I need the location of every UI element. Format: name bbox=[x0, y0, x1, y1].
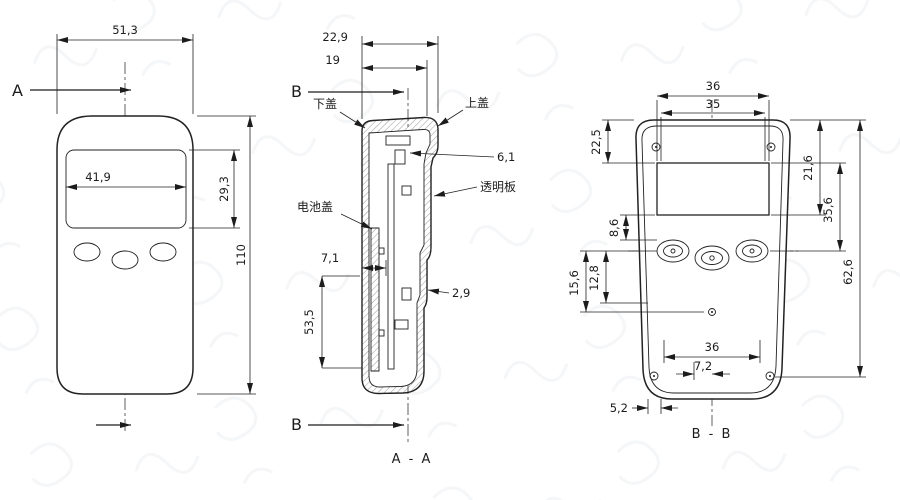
section-mark-a: A bbox=[12, 81, 131, 428]
front-display-window bbox=[65, 149, 187, 229]
back-center-offset-dimension: 7,2 bbox=[676, 359, 730, 380]
front-width-dimension: 51,3 bbox=[56, 23, 194, 114]
back-screw-bosses bbox=[649, 142, 776, 381]
section-caption: A - A bbox=[392, 452, 433, 467]
section-letter-a: A bbox=[12, 81, 23, 100]
back-corner-offset-dimension: 5,2 bbox=[610, 399, 678, 415]
front-button-right bbox=[149, 242, 177, 262]
dim-label: 5,2 bbox=[610, 401, 628, 415]
back-caption: B - B bbox=[692, 427, 733, 442]
front-button-left bbox=[73, 242, 101, 262]
dim-label: 35 bbox=[706, 97, 721, 111]
back-right-middle-dimension: 35,6 bbox=[770, 162, 846, 252]
label-lower-cover: 下盖 bbox=[313, 97, 337, 111]
screw-center bbox=[708, 308, 716, 316]
dim-label: 19 bbox=[325, 53, 340, 67]
dim-label: 35,6 bbox=[821, 197, 835, 223]
dim-label: 110 bbox=[234, 244, 248, 266]
back-right-overall-dimension: 62,6 bbox=[775, 120, 866, 378]
section-part-labels: 下盖 上盖 6,1 透明板 电池盖 2,9 bbox=[297, 96, 516, 300]
dim-label: 15,6 bbox=[567, 270, 581, 296]
back-display-opening bbox=[656, 162, 770, 216]
dim-label: 22,9 bbox=[322, 30, 348, 44]
back-inner-outline bbox=[641, 125, 784, 394]
section-depth-dimension: 22,9 bbox=[322, 30, 439, 119]
back-bottom-width-dimension: 36 bbox=[663, 340, 761, 363]
dim-label: 62,6 bbox=[841, 259, 855, 285]
dim-label: 36 bbox=[706, 79, 721, 93]
back-top-inner-width-dimension: 35 bbox=[660, 97, 766, 161]
screw-bottom-right bbox=[765, 371, 775, 381]
back-right-upper-dimension: 21,6 bbox=[771, 119, 866, 216]
dim-label: 21,6 bbox=[801, 155, 815, 181]
screw-top-right bbox=[766, 142, 776, 152]
label-battery-cover: 电池盖 bbox=[297, 200, 333, 214]
back-top-to-window-dimension: 22,5 bbox=[589, 119, 655, 164]
section-internal-parts bbox=[370, 135, 412, 372]
dim-label: 51,3 bbox=[112, 23, 138, 37]
screw-bottom-left bbox=[649, 371, 659, 381]
section-battery-offset-dimension: 7,1 bbox=[321, 251, 387, 276]
back-window-to-buttons-dimension: 8,6 bbox=[607, 214, 657, 241]
dim-label: 29,3 bbox=[217, 176, 231, 202]
label-upper-cover: 上盖 bbox=[465, 96, 489, 110]
dim-label: 36 bbox=[705, 340, 720, 354]
front-window-width-dimension: 41,9 bbox=[66, 170, 186, 190]
dim-label: 7,2 bbox=[694, 359, 712, 373]
front-view: A 51,3 41,9 29,3 110 bbox=[12, 23, 256, 432]
section-inner-cavity bbox=[368, 129, 431, 388]
screw-top-left bbox=[651, 142, 661, 152]
back-view: 36 35 22,5 8,6 21,6 bbox=[567, 79, 866, 442]
section-inner-depth-dimension: 19 bbox=[325, 53, 428, 116]
section-view: B B 下盖 上盖 6,1 透明板 电池盖 2,9 22,9 bbox=[291, 30, 516, 467]
dim-label-top-step: 6,1 bbox=[497, 150, 515, 164]
section-letter-b-bottom: B bbox=[291, 415, 302, 434]
section-mark-b: B B bbox=[291, 82, 404, 434]
dim-label: 22,5 bbox=[589, 129, 603, 155]
dim-label: 12,8 bbox=[587, 265, 601, 291]
dim-label: 41,9 bbox=[85, 170, 111, 184]
dim-label: 7,1 bbox=[321, 251, 339, 265]
front-button-middle bbox=[111, 250, 139, 270]
section-letter-b-top: B bbox=[291, 82, 302, 101]
section-battery-length-dimension: 53,5 bbox=[302, 275, 362, 369]
front-window-height-dimension: 29,3 bbox=[189, 149, 240, 229]
dim-label: 53,5 bbox=[302, 309, 316, 335]
dim-label-wall-step: 2,9 bbox=[452, 286, 470, 300]
back-left-inner-dimension: 12,8 bbox=[587, 251, 648, 304]
back-left-lower-dimension: 15,6 bbox=[567, 250, 704, 313]
battery-cover-section bbox=[370, 227, 380, 372]
label-transparent-plate: 透明板 bbox=[480, 180, 516, 194]
dim-label: 8,6 bbox=[607, 219, 621, 237]
back-top-width-dimension: 36 bbox=[656, 79, 770, 161]
front-height-dimension: 110 bbox=[197, 115, 256, 395]
